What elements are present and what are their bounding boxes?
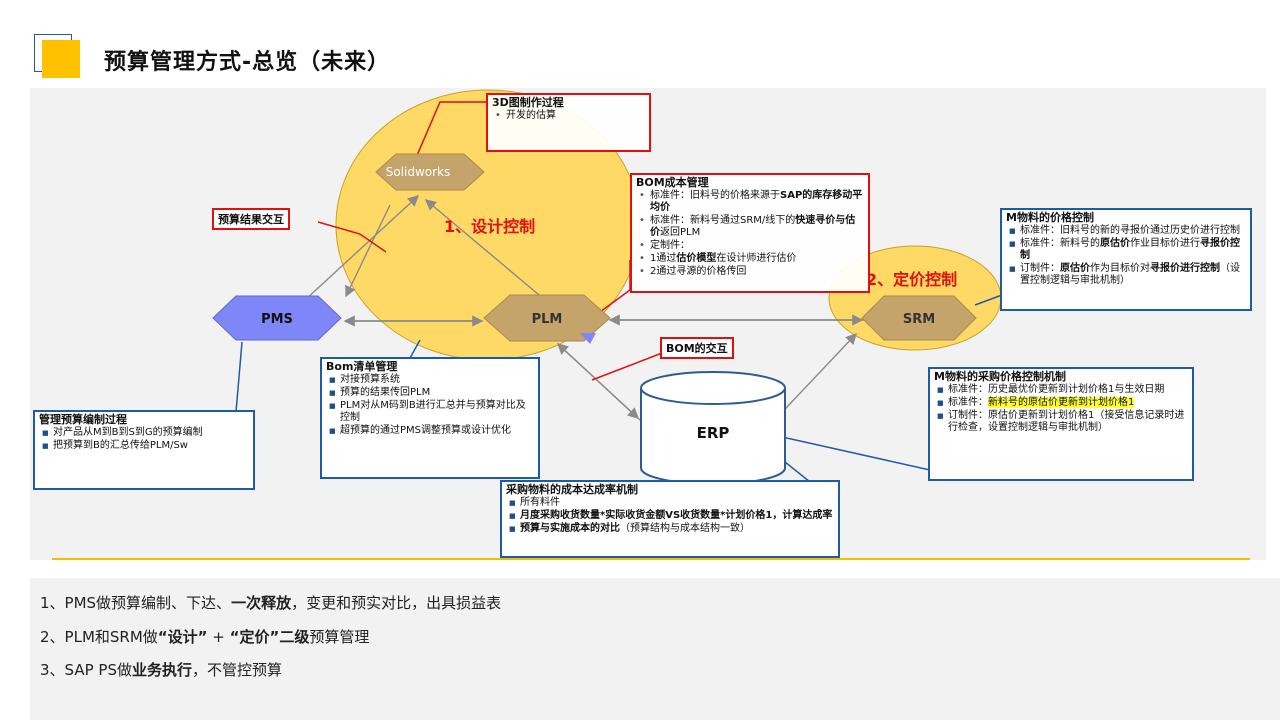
list-item: 定制件：: [639, 240, 864, 252]
bom-cost-box: BOM成本管理 标准件：旧料号的价格来源于SAP的库存移动平均价 标准件：新料号…: [630, 173, 870, 293]
summary-panel: [30, 578, 1280, 720]
bom-cost-title: BOM成本管理: [636, 176, 709, 189]
list-item: 预算与实施成本的对比（预算结构与成本结构一致）: [509, 523, 834, 535]
title-accent-square: [42, 40, 80, 78]
arrow-solidworks-pms: [345, 204, 391, 298]
list-item: 标准件：新料号的原估价作业目标价进行寻报价控制: [1009, 238, 1246, 262]
m-price-control-title: M物料的价格控制: [1006, 211, 1094, 224]
list-item: 标准件：旧料号的价格来源于SAP的库存移动平均价: [639, 190, 864, 214]
pricing-control-label: 2、定价控制: [866, 270, 957, 289]
bom-list-box: Bom清单管理 对接预算系统 预算的结果传回PLM PLM对从M码到B进行汇总并…: [320, 357, 540, 479]
list-item: 月度采购收货数量*实际收货金额VS收货数量*计划价格1，计算达成率: [509, 510, 834, 522]
divider-line: [52, 558, 1250, 560]
summary-line-1: 1、PMS做预算编制、下达、一次释放，变更和预实对比，出具损益表: [40, 594, 502, 612]
list-item: 所有料件: [509, 497, 834, 509]
callout-budget-result: [317, 221, 387, 253]
arrow-erp-plm: [556, 343, 641, 421]
m-price-control-box: M物料的价格控制 标准件：旧料号的新的寻报价通过历史价进行控制 标准件：新料号的…: [1000, 208, 1252, 311]
solidworks-hexagon: [375, 153, 485, 191]
budget-result-tag: 预算结果交互: [212, 208, 290, 230]
list-item: PLM对从M码到B进行汇总并与预算对比及控制: [329, 400, 534, 424]
design-control-label: 1、设计控制: [444, 217, 535, 236]
plm-hexagon: [483, 294, 611, 342]
list-item: 标准件：旧料号的新的寻报价通过历史价进行控制: [1009, 225, 1246, 237]
bom-interaction-tag: BOM的交互: [660, 337, 734, 359]
list-item: 把预算到B的汇总传给PLM/Sw: [42, 440, 249, 452]
list-item: 订制件：原估价作为目标价对寻报价进行控制（设置控制逻辑与审批机制）: [1009, 263, 1246, 287]
callout-bom-list: [409, 339, 421, 359]
callout-bom-interaction: [591, 352, 663, 381]
list-item: 2通过寻源的价格传回: [639, 266, 864, 278]
budget-compile-box: 管理预算编制过程 对产品从M到B到S到G的预算编制 把预算到B的汇总传给PLM/…: [33, 410, 255, 490]
pms-label: PMS: [261, 312, 293, 327]
list-item: 标准件：新料号通过SRM/线下的快速寻价与估价返回PLM: [639, 215, 864, 239]
callout-cad: [414, 101, 488, 161]
page-title: 预算管理方式-总览（未来）: [104, 50, 391, 75]
list-item: 订制件：原估价更新到计划价格1（接受信息记录时进行检查，设置控制逻辑与审批机制）: [937, 410, 1188, 434]
cost-rate-title: 采购物料的成本达成率机制: [506, 483, 638, 496]
m-purchase-control-box: M物料的采购价格控制机制 标准件：历史最优价更新到计划价格1与生效日期 标准件：…: [928, 367, 1194, 481]
list-item: 超预算的通过PMS调整预算或设计优化: [329, 425, 534, 437]
list-item: 开发的估算: [495, 110, 645, 122]
cad-process-box: 3D图制作过程 开发的估算: [486, 93, 651, 152]
erp-cylinder-top: [640, 371, 786, 405]
list-item: 预算的结果传回PLM: [329, 387, 534, 399]
callout-m-price: [974, 294, 1003, 306]
summary-line-3: 3、SAP PS做业务执行，不管控预算: [40, 661, 283, 679]
list-item: 1通过估价模型在设计师进行估价: [639, 253, 864, 265]
arrow-pms-solidworks: [304, 195, 420, 301]
list-item: 标准件：新料号的原估价更新到计划价格1: [937, 397, 1188, 409]
arrow-plm-solidworks: [424, 199, 546, 301]
cad-process-title: 3D图制作过程: [492, 96, 564, 109]
summary-line-2: 2、PLM和SRM做“设计” + “定价”二级预算管理: [40, 628, 370, 646]
srm-hexagon: [861, 295, 977, 341]
budget-compile-title: 管理预算编制过程: [39, 413, 127, 426]
list-item: 对接预算系统: [329, 374, 534, 386]
bom-list-title: Bom清单管理: [326, 360, 398, 373]
callout-budget-compile: [235, 341, 243, 413]
srm-label: SRM: [903, 312, 935, 327]
erp-label: ERP: [697, 424, 730, 442]
plm-hexagon-shadow: [580, 333, 596, 344]
m-purchase-control-title: M物料的采购价格控制机制: [934, 370, 1066, 383]
plm-label: PLM: [532, 312, 563, 327]
list-item: 标准件：历史最优价更新到计划价格1与生效日期: [937, 384, 1188, 396]
list-item: 对产品从M到B到S到G的预算编制: [42, 427, 249, 439]
pms-hexagon: [212, 295, 342, 341]
cost-rate-box: 采购物料的成本达成率机制 所有料件 月度采购收货数量*实际收货金额VS收货数量*…: [500, 480, 840, 558]
solidworks-label: Solidworks: [386, 165, 451, 179]
